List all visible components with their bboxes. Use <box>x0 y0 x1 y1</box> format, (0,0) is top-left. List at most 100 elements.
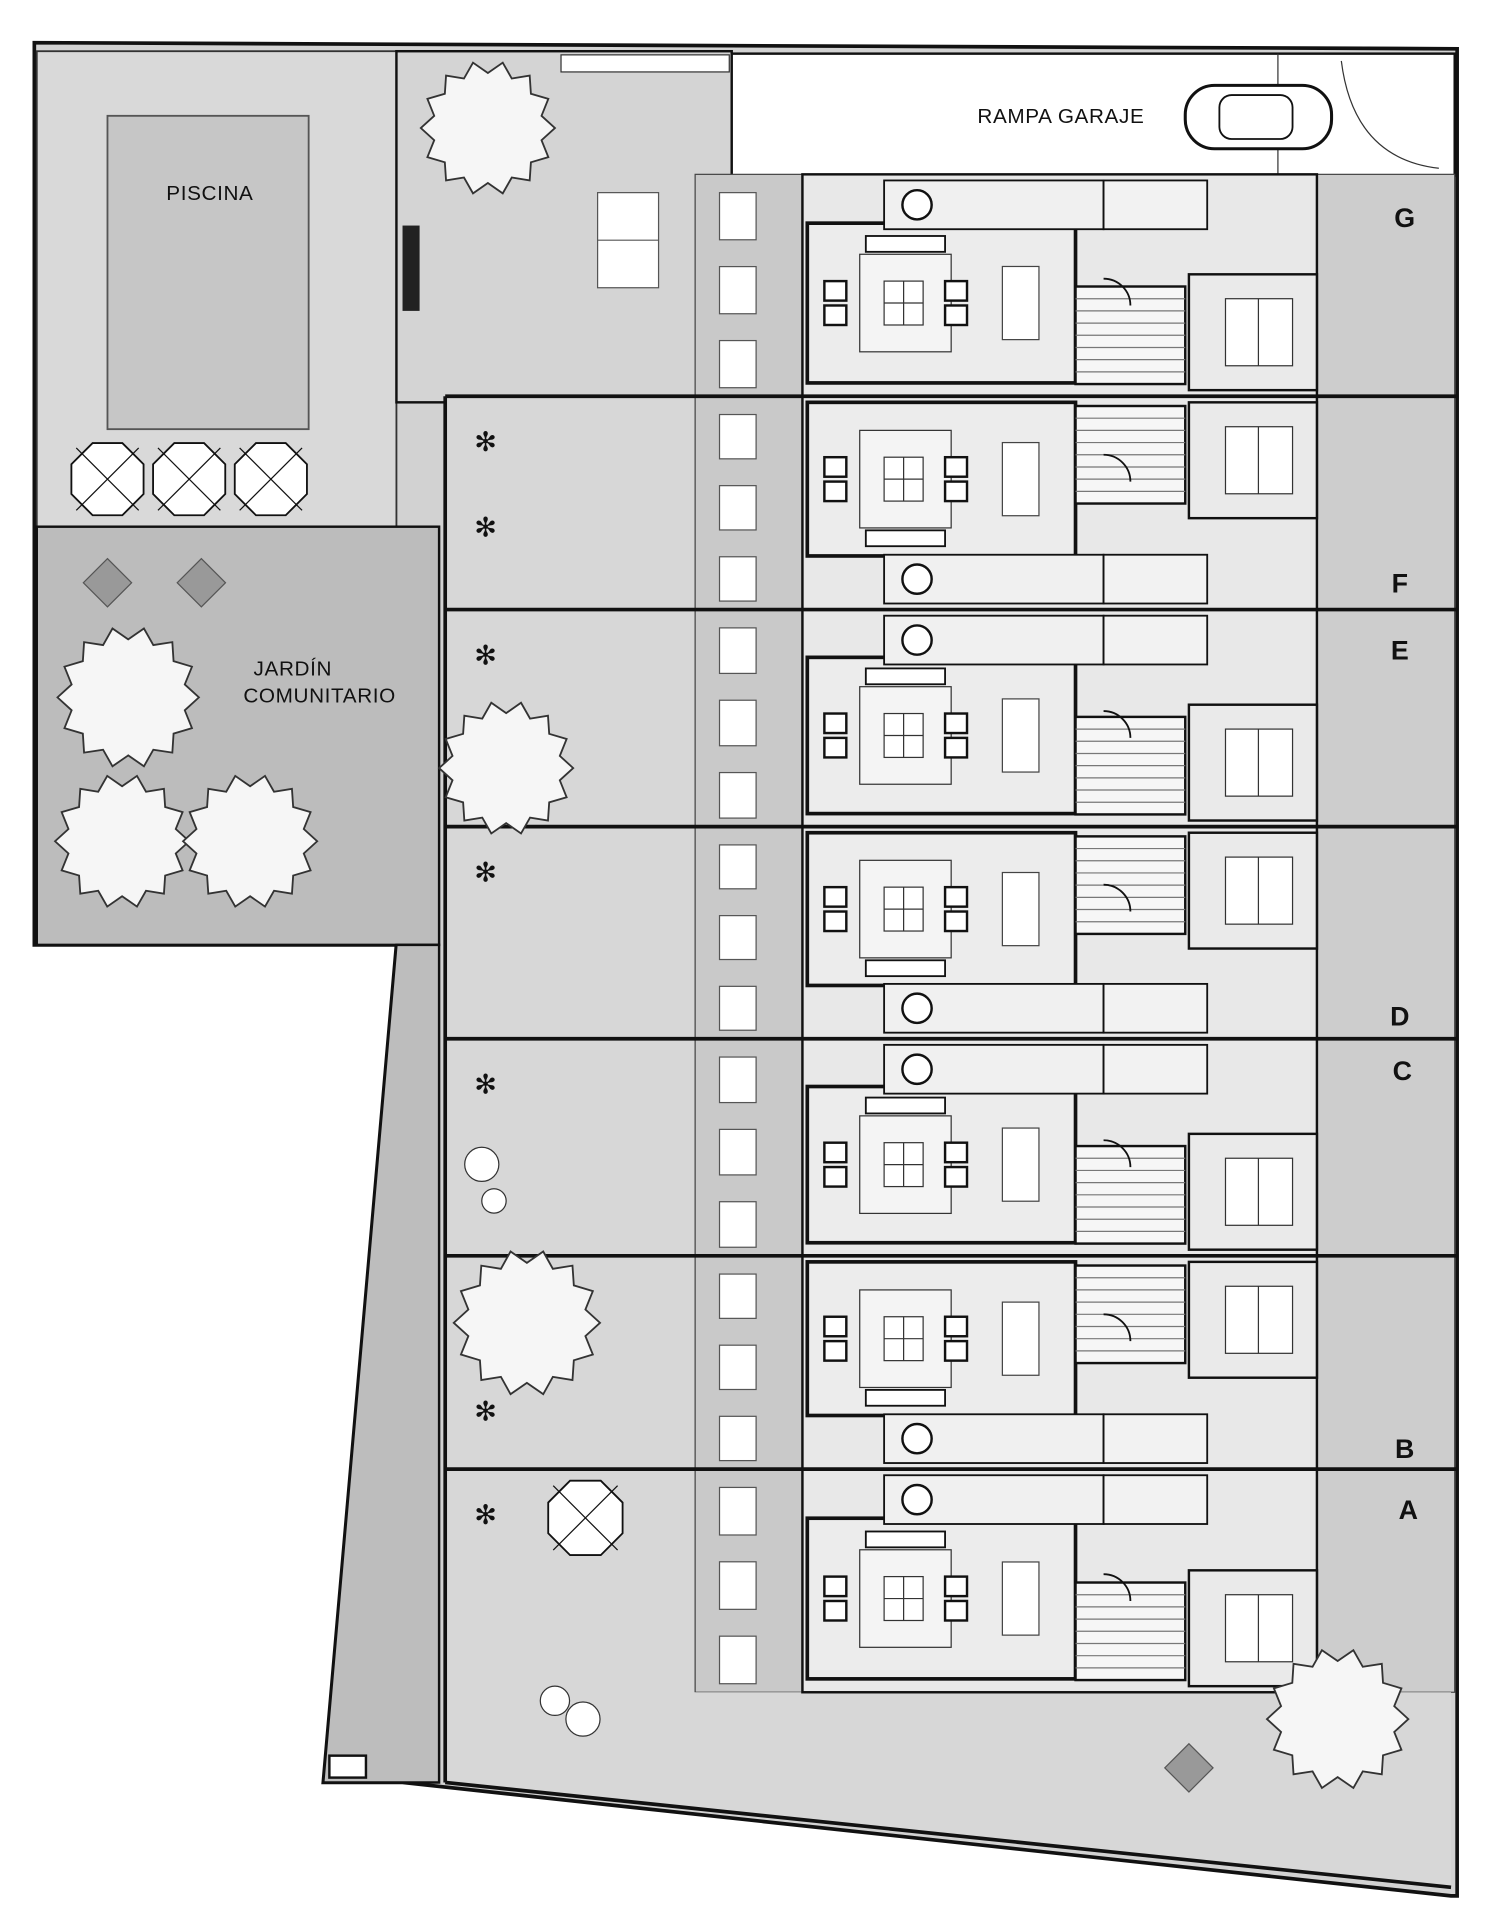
round-table <box>901 1422 933 1455</box>
door-swing <box>1103 1573 1132 1602</box>
armchair <box>823 1575 848 1598</box>
unit-label-F: F <box>1392 569 1408 599</box>
armchair <box>823 455 848 478</box>
terrace-table <box>718 771 757 819</box>
bathroom <box>1102 179 1209 231</box>
armchair <box>823 1339 848 1362</box>
sofa <box>864 529 946 548</box>
unit-label-D: D <box>1390 1001 1409 1031</box>
sofa <box>864 235 946 253</box>
armchair <box>943 1315 969 1338</box>
bathroom <box>1102 614 1209 666</box>
armchair <box>943 279 969 302</box>
tree-icon <box>1265 1648 1410 1790</box>
terrace-table <box>718 485 757 531</box>
armchair <box>943 304 969 327</box>
umbrella-rib <box>157 447 221 511</box>
plant-icon: ✻ <box>474 1070 496 1100</box>
round-table <box>901 992 933 1025</box>
armchair <box>943 455 969 478</box>
armchair <box>943 1141 969 1164</box>
armchair <box>823 1315 848 1338</box>
door-swing <box>1103 710 1132 738</box>
tree-icon <box>437 701 575 835</box>
armchair <box>823 304 848 327</box>
dining-table <box>1001 1127 1040 1202</box>
terrace-table <box>718 339 757 389</box>
stepping-stone <box>464 1146 500 1183</box>
umbrella-rib <box>239 447 303 511</box>
plant-icon: ✻ <box>474 427 496 457</box>
terrace-table <box>718 556 757 602</box>
round-table <box>901 188 933 221</box>
terrace-table <box>718 1273 757 1319</box>
plants: ✻✻✻✻✻✻✻ <box>474 427 496 1530</box>
side-path <box>321 943 441 1784</box>
door-swing <box>1103 453 1132 482</box>
dining-table <box>1001 871 1040 947</box>
door-swing <box>1103 277 1132 306</box>
terrace-table <box>718 1201 757 1248</box>
armchair <box>943 1339 969 1362</box>
community-garden-label-1: JARDÍN <box>254 657 332 680</box>
armchair <box>943 1165 969 1188</box>
terrace-table <box>718 1056 757 1104</box>
armchair <box>823 712 848 735</box>
tree-icon <box>181 774 319 908</box>
armchair <box>823 279 848 302</box>
bathroom <box>1102 1474 1209 1525</box>
dining-table <box>1001 265 1040 341</box>
unit-label-C: C <box>1393 1056 1412 1086</box>
tree-icon <box>56 627 201 768</box>
patio-table-icon <box>1163 1742 1214 1793</box>
armchair <box>943 1599 969 1622</box>
right-strip <box>1316 173 1456 1693</box>
round-table <box>901 1483 933 1516</box>
unit-E <box>718 608 1319 828</box>
plant-icon: ✻ <box>474 1500 496 1530</box>
armchair <box>943 736 969 759</box>
armchair <box>943 910 969 933</box>
unit-B <box>718 1254 1319 1471</box>
grill-icon <box>402 225 420 311</box>
bathroom <box>1102 553 1209 605</box>
patio-table-icon <box>176 557 227 608</box>
armchair <box>823 1141 848 1164</box>
sofa <box>864 1096 946 1115</box>
plant-icon: ✻ <box>474 1396 496 1426</box>
terrace-table <box>718 1344 757 1391</box>
garage-ramp-label: RAMPA GARAJE <box>977 105 1144 128</box>
plant-icon: ✻ <box>474 512 496 542</box>
armchair <box>823 1599 848 1622</box>
terrace-table <box>718 627 757 675</box>
round-table <box>901 563 933 595</box>
armchair <box>943 1575 969 1598</box>
unit-label-A: A <box>1399 1495 1418 1525</box>
sofa <box>864 1530 946 1549</box>
door-swing <box>1103 883 1132 912</box>
bedroom <box>1187 831 1319 950</box>
terrace-table <box>718 413 757 460</box>
armchair <box>823 480 848 503</box>
tree-icon <box>452 1250 602 1396</box>
patio-table-icon <box>82 557 133 608</box>
community-garden-label-2: COMUNITARIO <box>243 684 396 707</box>
plant-icon: ✻ <box>474 857 496 887</box>
rug <box>859 859 952 959</box>
bathroom <box>1102 982 1209 1034</box>
armchair <box>943 885 969 908</box>
landscape <box>53 61 1410 1793</box>
unit-G <box>718 173 1319 398</box>
planter <box>560 54 730 73</box>
door-swing <box>1103 1139 1132 1168</box>
unit-D <box>718 825 1319 1040</box>
sofa <box>864 1388 946 1407</box>
dining-table <box>1001 1301 1040 1376</box>
unit-label-G: G <box>1394 203 1415 233</box>
car-roof <box>1218 94 1294 140</box>
street-line <box>445 1780 1452 1890</box>
armchair <box>823 885 848 908</box>
unit-label-E: E <box>1391 636 1409 666</box>
terrace-table <box>718 915 757 961</box>
